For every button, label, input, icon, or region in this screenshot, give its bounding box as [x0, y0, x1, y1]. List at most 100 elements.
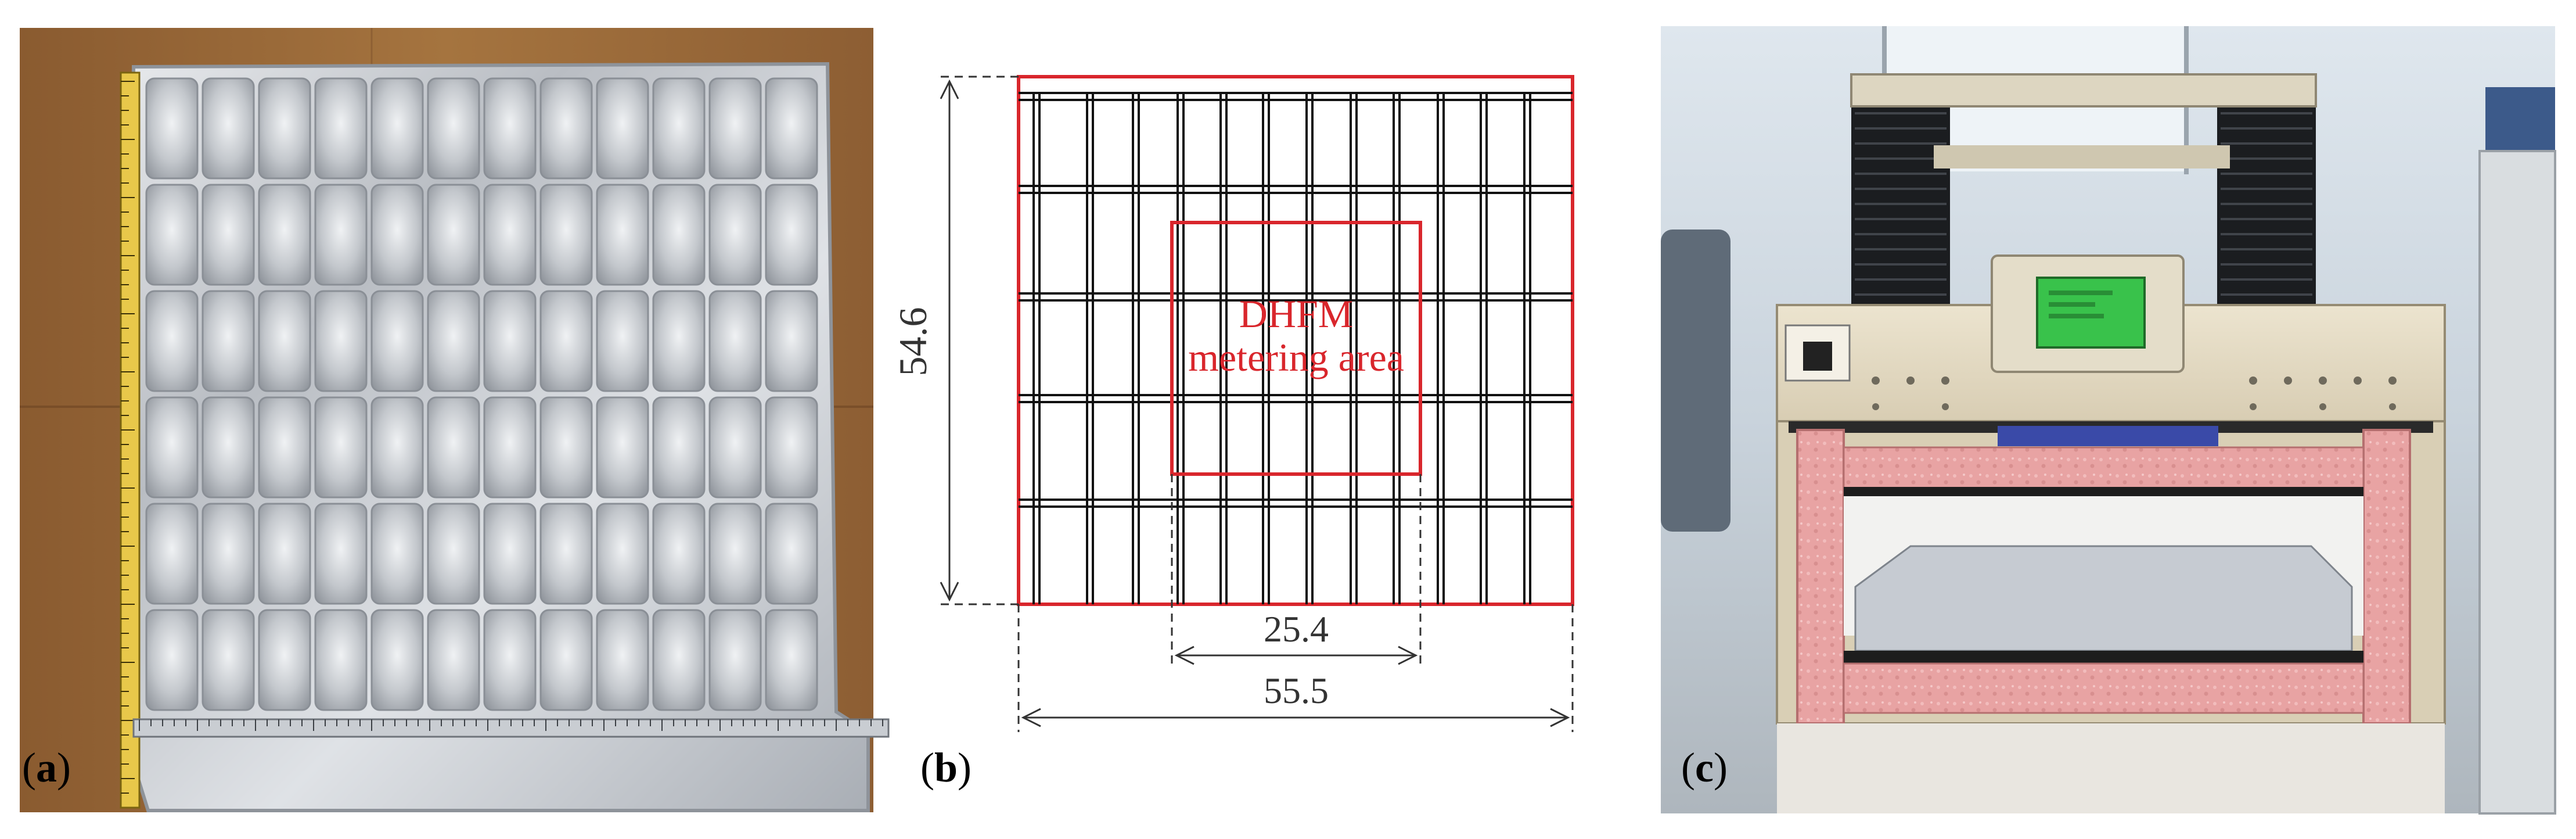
- screw: [2250, 403, 2257, 410]
- foil-cell: [539, 77, 593, 180]
- foil-cell: [596, 396, 649, 499]
- screw: [2249, 377, 2257, 385]
- gas-cylinder: [1661, 230, 1730, 532]
- foil-cell: [370, 184, 424, 286]
- foil-cell: [483, 290, 537, 392]
- foil-cell: [765, 609, 818, 711]
- foil-cell: [708, 503, 762, 605]
- housing-screws: [1872, 377, 2397, 410]
- foil-cell: [202, 290, 255, 392]
- column-bellows: [1855, 112, 2312, 296]
- outer-red-border: [1017, 75, 1574, 606]
- vertical-tape-ticks: [121, 81, 135, 794]
- foil-cell: [314, 396, 368, 499]
- wall-device: [2485, 87, 2555, 157]
- foil-cell: [145, 184, 199, 286]
- foil-cell: [314, 77, 368, 180]
- foil-cell: [652, 396, 706, 499]
- foil-cell: [258, 503, 311, 605]
- foil-cell: [258, 184, 311, 286]
- foil-cell: [258, 77, 311, 180]
- foil-cell: [765, 396, 818, 499]
- foil-cell: [370, 396, 424, 499]
- foil-cell: [258, 609, 311, 711]
- lcd-text-line: [2049, 302, 2095, 307]
- foil-cell: [314, 290, 368, 392]
- lcd-display: [2036, 277, 2146, 349]
- foil-cell: [258, 290, 311, 392]
- height-value: 54.6: [891, 307, 935, 377]
- right-foam-insulation: [2362, 429, 2411, 725]
- upper-plate-insulation: [1843, 446, 2365, 489]
- foil-cell: [427, 184, 480, 286]
- screw: [1942, 403, 1949, 410]
- screw: [1872, 403, 1879, 410]
- foil-cell: [370, 609, 424, 711]
- foil-cell: [258, 396, 311, 499]
- screw: [2284, 377, 2292, 385]
- panel-a-photo: (a): [20, 28, 890, 812]
- panel-c-photo: (c): [1661, 26, 2556, 815]
- left-foam-insulation: [1796, 429, 1845, 725]
- foil-cell: [483, 609, 537, 711]
- foil-cell: [314, 609, 368, 711]
- blue-sensor-strip: [1998, 426, 2218, 446]
- foil-cell-grid: [145, 77, 818, 711]
- foil-cell: [765, 77, 818, 180]
- screw: [2319, 377, 2327, 385]
- foil-cell: [652, 609, 706, 711]
- foil-cell: [652, 184, 706, 286]
- screw: [2319, 403, 2326, 410]
- foil-cell: [539, 503, 593, 605]
- foil-cell: [483, 77, 537, 180]
- width-arrow-right: [1550, 708, 1570, 727]
- lab-cabinet: [2478, 150, 2556, 815]
- foil-cell: [202, 184, 255, 286]
- lcd-text-line: [2049, 291, 2113, 295]
- upper-plate: [1844, 487, 2363, 496]
- foil-cell: [539, 184, 593, 286]
- foil-cell: [370, 77, 424, 180]
- work-table: [1777, 723, 2445, 813]
- foil-cell: [596, 290, 649, 392]
- foil-cell: [596, 184, 649, 286]
- panel-a-label: (a): [22, 744, 71, 791]
- screw: [1872, 377, 1880, 385]
- foil-cell: [483, 396, 537, 499]
- foil-cell: [483, 184, 537, 286]
- foil-cell: [427, 290, 480, 392]
- width-arrow-left: [1021, 708, 1041, 727]
- foil-cell: [596, 77, 649, 180]
- vertical-measuring-tape: [120, 71, 141, 809]
- foil-cell: [427, 503, 480, 605]
- screw: [1906, 377, 1915, 385]
- foil-cell: [652, 290, 706, 392]
- panel-c-label: (c): [1681, 744, 1728, 791]
- foil-cell: [483, 503, 537, 605]
- panel-b-label: (b): [920, 744, 972, 791]
- metering-area-box: [1170, 221, 1422, 476]
- bridge-bar: [1934, 145, 2230, 168]
- screw: [2354, 377, 2362, 385]
- metering-arrow-left: [1174, 646, 1195, 665]
- foil-cell: [145, 290, 199, 392]
- foil-cell: [765, 290, 818, 392]
- foil-cell: [652, 77, 706, 180]
- foil-cell: [202, 609, 255, 711]
- screw: [1941, 377, 1949, 385]
- height-arrow-bottom: [940, 582, 959, 602]
- lower-plate: [1844, 651, 2363, 664]
- panel-b-diagram: DHFM metering area 54.6 25.4 55.5 (b): [891, 75, 1574, 791]
- foil-cell: [202, 77, 255, 180]
- screw: [2388, 377, 2397, 385]
- foil-cell: [708, 609, 762, 711]
- metering-area-subtitle: metering area: [1188, 335, 1404, 379]
- foil-cell: [202, 503, 255, 605]
- foil-specimen: [1854, 545, 2353, 652]
- total-width-value: 55.5: [1264, 670, 1329, 711]
- foil-cell: [370, 290, 424, 392]
- foil-cell: [765, 184, 818, 286]
- foil-cell: [314, 503, 368, 605]
